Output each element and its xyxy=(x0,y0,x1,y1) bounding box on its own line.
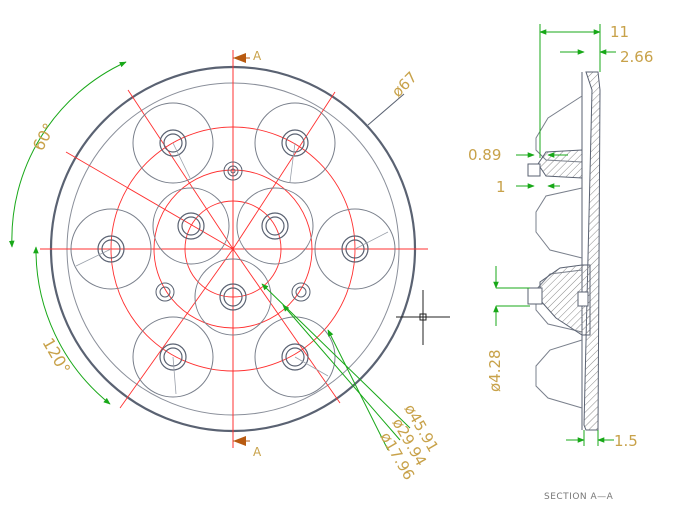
dim-top xyxy=(539,24,616,158)
radial-lines xyxy=(65,89,341,409)
section-cut-bottom: A xyxy=(233,436,262,459)
section-view: 11 2.66 0.89 1 ø4.28 1.5 SECTION A—A xyxy=(468,23,653,502)
step-hatched xyxy=(537,149,583,179)
lens-inner xyxy=(236,187,314,265)
diameter-label: ø67 xyxy=(388,68,421,101)
lens-outer xyxy=(314,208,396,290)
angle-arc-lower xyxy=(33,246,111,405)
dim-bottom xyxy=(566,430,614,446)
mounting-holes xyxy=(155,161,311,302)
dim-step xyxy=(516,152,568,189)
dim-overall-11: 11 xyxy=(610,23,629,41)
angle-upper-label: 60° xyxy=(29,120,59,154)
dim-1: 1 xyxy=(496,178,506,196)
lens-holes xyxy=(97,129,369,371)
boss-pin xyxy=(527,287,543,305)
bolt-leaders xyxy=(261,283,411,451)
lens-inner xyxy=(152,187,230,265)
angle-lower-label: 120° xyxy=(39,335,75,378)
dim-hole xyxy=(493,266,530,326)
cad-cursor xyxy=(396,290,450,345)
boss-hatched xyxy=(539,264,591,336)
section-caption: SECTION A—A xyxy=(544,492,614,502)
lens-outer xyxy=(254,316,336,398)
dim-0-89: 0.89 xyxy=(468,146,501,164)
angle-arc-upper xyxy=(8,61,127,248)
section-cut-top: A xyxy=(233,49,262,63)
lens-outer xyxy=(254,102,336,184)
svg-text:A: A xyxy=(253,445,262,459)
svg-text:A: A xyxy=(253,49,262,63)
dim-4-28: ø4.28 xyxy=(486,349,504,392)
dim-1-5: 1.5 xyxy=(614,432,638,450)
diameter-leader xyxy=(367,93,405,126)
lens-profiles xyxy=(535,95,583,409)
dim-2-66: 2.66 xyxy=(620,48,653,66)
lens-inner xyxy=(194,258,272,336)
lens-outer xyxy=(132,316,214,398)
plate-back-hatched xyxy=(583,71,601,431)
lens-outer xyxy=(132,102,214,184)
front-view: ø67 60° 120° ø45.91 ø29.94 ø17.96 A A xyxy=(8,49,450,483)
boss-hole xyxy=(577,291,589,307)
